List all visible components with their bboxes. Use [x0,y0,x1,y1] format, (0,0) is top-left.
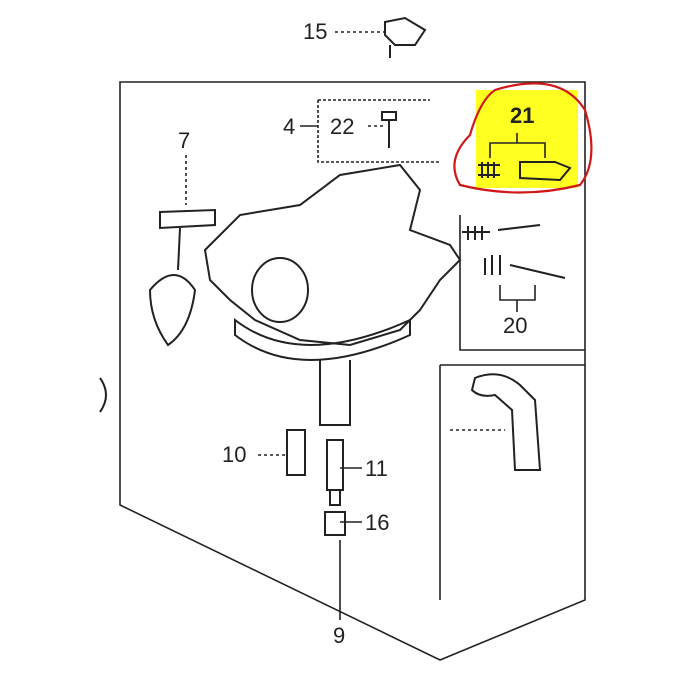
label-part-20: 20 [503,313,528,338]
label-part-21: 21 [510,103,535,128]
label-part-22: 22 [330,114,355,139]
box-4-22 [317,99,440,163]
assembly-frame [119,81,586,661]
label-part-9: 9 [333,623,346,648]
label-part-15: 15 [303,19,328,44]
label-part-10: 10 [222,442,247,467]
label-part-7: 7 [178,128,191,153]
highlight-circle [453,82,593,194]
label-part-16: 16 [365,510,390,535]
fuel-hose [470,373,542,471]
label-part-4: 4 [283,114,296,139]
label-part-11: 11 [365,456,388,481]
carburetor-body [203,163,462,347]
hose-box [439,364,585,600]
